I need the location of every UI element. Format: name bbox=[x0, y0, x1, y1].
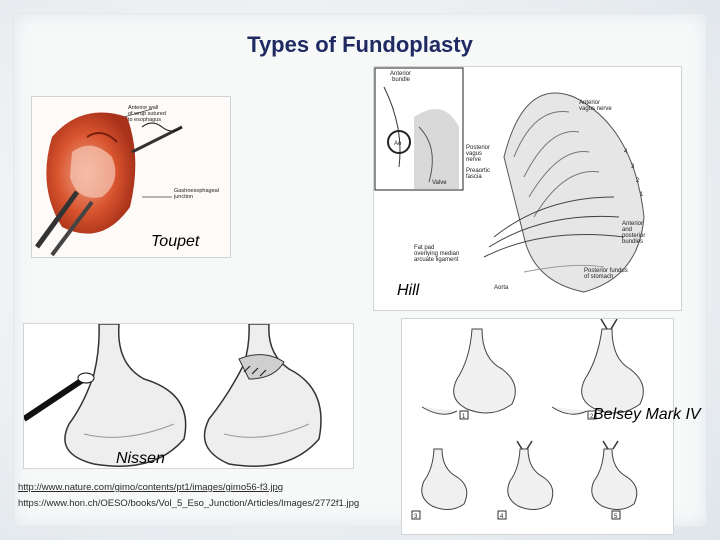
reference-links: http://www.nature.com/gimo/contents/pt1/… bbox=[18, 480, 359, 512]
belsey-label: Belsey Mark IV bbox=[593, 406, 701, 423]
belsey-tag-3: 3 bbox=[414, 514, 418, 520]
toupet-figure: Anterior wall of wrap sutured to esophag… bbox=[31, 96, 231, 258]
toupet-label: Toupet bbox=[151, 233, 200, 250]
belsey-illustration: 1 2 3 4 5 bbox=[411, 319, 644, 520]
nissen-illustration bbox=[24, 324, 322, 467]
slide-title: Types of Fundoplasty bbox=[247, 32, 473, 57]
nissen-label: Nissen bbox=[116, 450, 165, 467]
hill-number-3: 3 bbox=[631, 164, 635, 170]
reference-link-hon[interactable]: https://www.hon.ch/OESO/books/Vol_5_Eso_… bbox=[18, 498, 360, 509]
belsey-tag-4: 4 bbox=[500, 514, 504, 520]
belsey-tag-2: 2 bbox=[590, 414, 594, 420]
toupet-illustration: Anterior wall of wrap sutured to esophag… bbox=[34, 105, 220, 257]
toupet-annotation-junction: Gastroesophageal junction bbox=[173, 188, 220, 200]
hill-label: Hill bbox=[397, 282, 420, 299]
hill-annotation-aorta: Aorta bbox=[494, 285, 509, 291]
reference-link-nature[interactable]: http://www.nature.com/gimo/contents/pt1/… bbox=[18, 482, 284, 493]
belsey-tag-1: 1 bbox=[462, 414, 466, 420]
hill-annotation-ao: Ao bbox=[394, 141, 402, 147]
hill-annotation-valve: Valve bbox=[432, 180, 447, 186]
toupet-annotation-wall: Anterior wall of wrap sutured to esophag… bbox=[128, 105, 167, 123]
belsey-tag-5: 5 bbox=[614, 514, 618, 520]
hill-number-4: 4 bbox=[624, 149, 628, 155]
hill-number-2: 2 bbox=[636, 178, 640, 184]
belsey-figure: 1 2 3 4 5 bbox=[401, 318, 674, 535]
hill-number-1: 1 bbox=[640, 192, 644, 198]
nissen-figure bbox=[23, 323, 354, 469]
